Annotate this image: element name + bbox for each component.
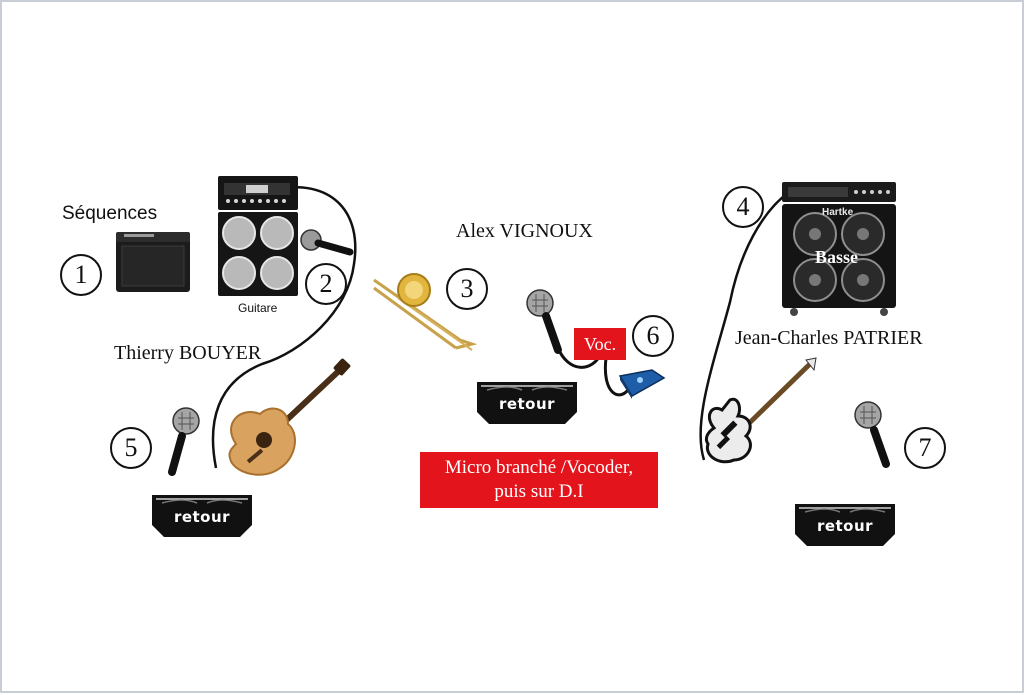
vocal-microphone-icon <box>526 289 562 354</box>
microphone-icon <box>300 229 354 256</box>
wedge-monitor-right: retour <box>795 504 895 546</box>
sequences-label: Séquences <box>62 203 158 224</box>
wedge-label: retour <box>173 508 231 526</box>
acoustic-guitar-icon <box>228 358 351 476</box>
di-box-icon <box>618 369 666 399</box>
bass-guitar-icon <box>704 357 817 464</box>
bass-amp-icon <box>782 182 896 316</box>
input-number-7: 7 <box>904 427 946 469</box>
input-number-3: 3 <box>446 268 488 310</box>
trombone-icon <box>373 273 478 351</box>
guitar-amp-stack-icon <box>218 176 298 296</box>
microphone-icon <box>168 407 200 476</box>
guitare-label: Guitare <box>238 301 278 315</box>
wedge-monitor-icon <box>795 504 895 546</box>
wedge-monitor-icon <box>152 495 252 537</box>
di-cable <box>603 357 630 397</box>
wedge-label: retour <box>816 517 874 535</box>
hartke-logo: Hartke <box>822 207 854 218</box>
bass-cable <box>699 190 790 461</box>
wedge-monitor-left: retour <box>152 495 252 537</box>
note-line-1: Micro branché /Vocoder, <box>444 457 634 478</box>
vocoder-note: Micro branché /Vocoder, puis sur D.I <box>420 452 658 508</box>
input-number-2: 2 <box>305 263 347 305</box>
basse-label: Basse <box>815 247 859 267</box>
note-line-2: puis sur D.I <box>494 481 584 502</box>
input-number-6: 6 <box>632 315 674 357</box>
input-number-1: 1 <box>60 254 102 296</box>
musician-name-right: Jean-Charles PATRIER <box>735 327 923 349</box>
microphone-icon <box>854 401 890 468</box>
wedge-monitor-center: retour <box>477 382 577 424</box>
wedge-monitor-icon <box>477 382 577 424</box>
input-number-4: 4 <box>722 186 764 228</box>
vocoder-badge: Voc. <box>574 328 626 360</box>
wedge-label: retour <box>498 395 556 413</box>
musician-name-left: Thierry BOUYER <box>114 342 262 364</box>
input-number-5: 5 <box>110 427 152 469</box>
guitar-cable <box>211 185 357 469</box>
keyboard-amp-icon <box>116 232 190 292</box>
musician-name-center: Alex VIGNOUX <box>456 220 593 242</box>
